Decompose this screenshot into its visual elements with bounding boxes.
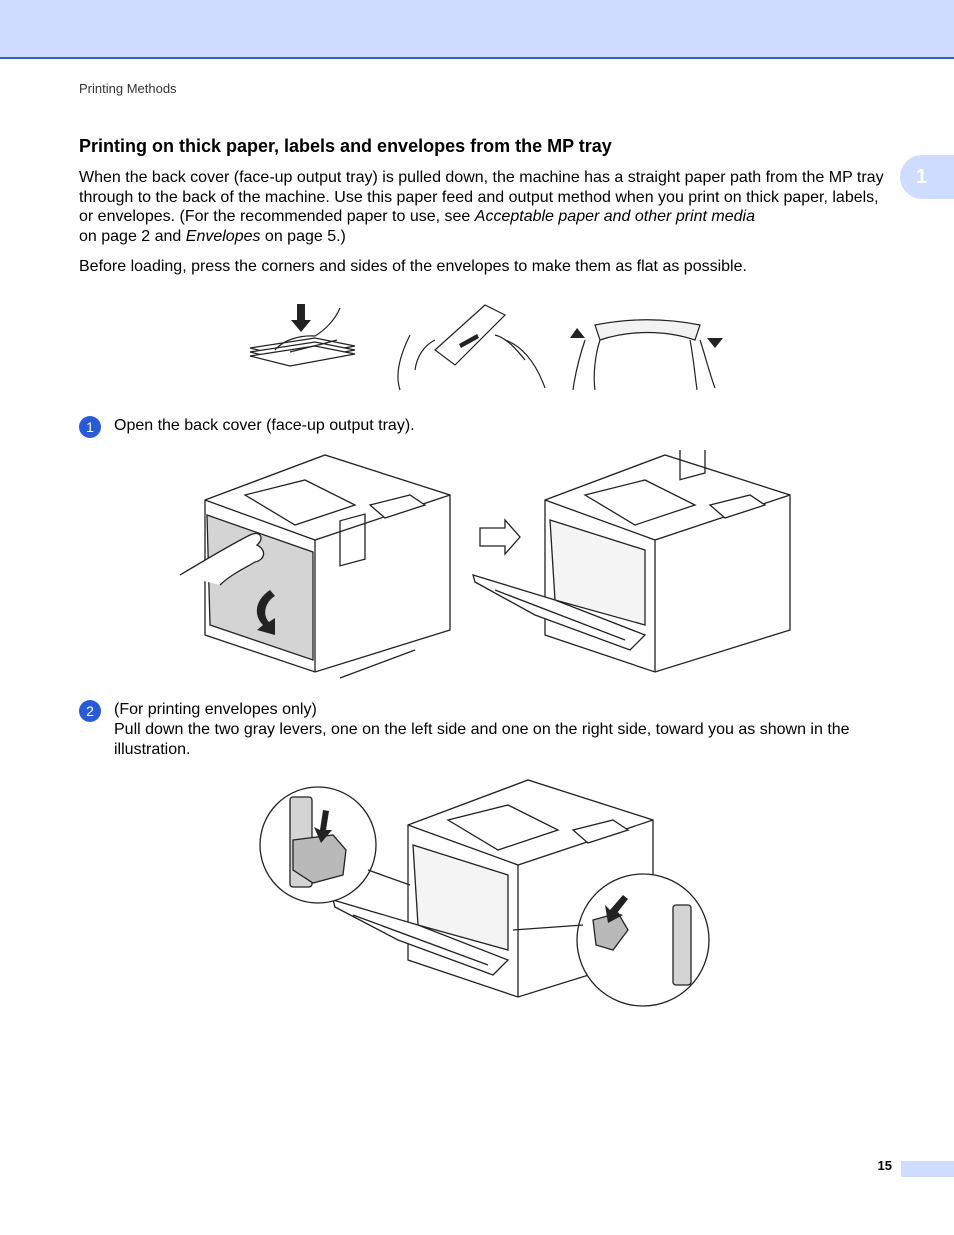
step-1-badge: 1 bbox=[79, 416, 101, 438]
step-1-text: Open the back cover (face-up output tray… bbox=[114, 417, 415, 434]
link-envelopes[interactable]: Envelopes bbox=[185, 227, 261, 245]
step-2-badge: 2 bbox=[79, 700, 101, 722]
link-acceptable-paper[interactable]: Acceptable paper and other print media bbox=[474, 208, 755, 225]
intro-text-3: on page 5.) bbox=[260, 227, 346, 245]
running-header: Printing Methods bbox=[79, 81, 177, 96]
section-title: Printing on thick paper, labels and enve… bbox=[79, 136, 612, 156]
page-number: 15 bbox=[877, 1158, 892, 1173]
gray-levers-illustration bbox=[259, 779, 710, 1007]
envelope-flattening-illustration bbox=[249, 304, 723, 391]
step-2-line-1: (For printing envelopes only) bbox=[114, 701, 317, 718]
flatten-note: Before loading, press the corners and si… bbox=[79, 258, 747, 275]
intro-paragraph: When the back cover (face-up output tray… bbox=[79, 168, 894, 246]
top-header-band bbox=[0, 0, 954, 59]
footer-band bbox=[901, 1161, 954, 1177]
step-2-line-2: Pull down the two gray levers, one on th… bbox=[114, 721, 850, 758]
chapter-number: 1 bbox=[916, 165, 928, 188]
open-back-cover-illustration bbox=[179, 450, 791, 679]
intro-text-2: on page 2 and bbox=[79, 227, 186, 245]
intro-text-1: When the back cover (face-up output tray… bbox=[79, 169, 884, 225]
chapter-tab: 1 bbox=[900, 155, 954, 199]
step-2-text: (For printing envelopes only) Pull down … bbox=[114, 700, 894, 760]
